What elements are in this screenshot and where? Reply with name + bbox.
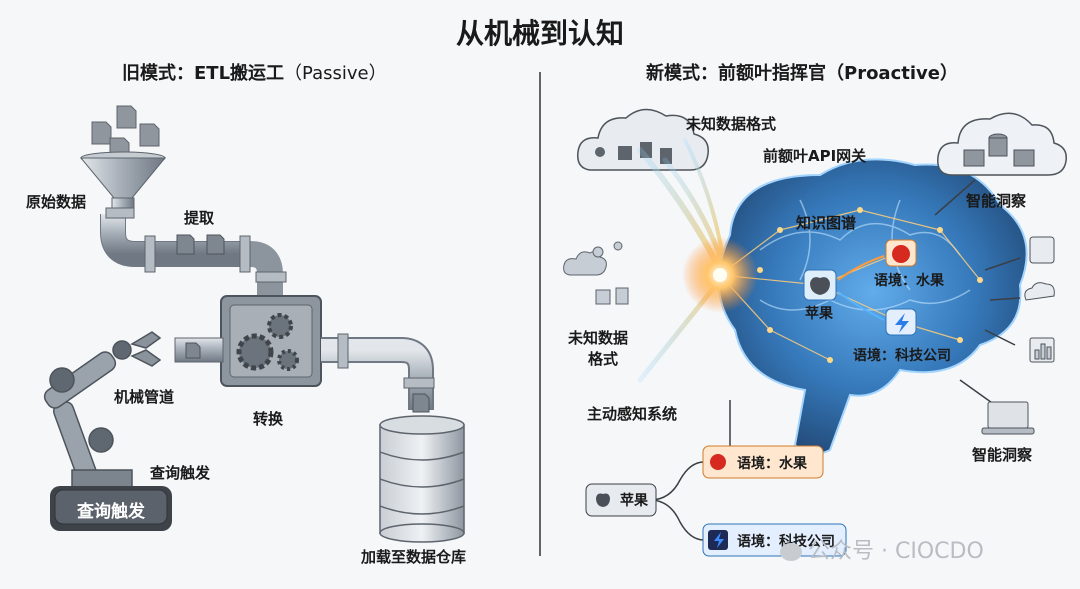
label-mechanical-pipe: 机械管道: [114, 388, 175, 406]
query-trigger-button[interactable]: 查询触发: [77, 502, 145, 522]
label-unknown-format-top: 未知数据格式: [686, 115, 777, 133]
legend-tech-box: [702, 523, 847, 557]
graph-node: [757, 207, 983, 363]
output-arrows: [934, 179, 1021, 406]
funnel-icon: [79, 151, 167, 215]
label-context-tech: 语境：科技公司: [853, 348, 951, 364]
left-heading-main: 旧模式：ETL搬运工: [122, 63, 285, 84]
apple-icon: [596, 493, 610, 507]
robot-arm-icon: [43, 331, 162, 499]
red-apple-icon: [892, 245, 910, 263]
cloud-icon: [563, 241, 629, 305]
legend-fruit-box: [702, 445, 824, 479]
watermark-text: 公众号 · CIOCDO: [808, 539, 984, 564]
lightning-icon: [895, 313, 909, 333]
label-extract: 提取: [184, 209, 215, 227]
page-title: 从机械到认知: [455, 17, 624, 50]
left-heading: 旧模式：ETL搬运工（Passive）: [122, 59, 387, 85]
api-gateway-core: [713, 268, 727, 282]
legend-apple-box: [585, 483, 657, 517]
chat-icon: [1029, 236, 1055, 264]
label-transform: 转换: [253, 410, 284, 428]
weather-icon: [1024, 282, 1055, 301]
cloud-icon: [577, 108, 709, 171]
brain-icon: [717, 158, 1028, 455]
legend-fruit-label: 语境：水果: [737, 456, 807, 472]
pipe-icon: [321, 333, 435, 410]
label-knowledge-graph: 知识图谱: [796, 214, 857, 232]
label-unknown-format-left-1: 未知数据: [568, 329, 629, 347]
label-context-fruit: 语境：水果: [874, 273, 944, 289]
label-insight-bottom: 智能洞察: [972, 446, 1033, 464]
legend-tech-label: 语境：科技公司: [737, 534, 835, 550]
label-active-sensing: 主动感知系统: [587, 405, 678, 423]
gearbox-icon: [220, 295, 322, 387]
label-unknown-format-left-2: 格式: [588, 350, 619, 368]
label-load-warehouse: 加载至数据仓库: [361, 548, 467, 566]
laptop-icon: [981, 401, 1035, 435]
label-raw-data: 原始数据: [26, 193, 87, 211]
document-icon: [412, 393, 430, 413]
watermark: 公众号 · CIOCDO: [780, 533, 984, 565]
wechat-icon: [780, 543, 802, 561]
document-icon: [185, 342, 201, 359]
apple-icon: [810, 277, 830, 295]
legend-apple-label: 苹果: [620, 493, 648, 509]
document-icon: [176, 234, 225, 255]
label-query-trigger: 查询触发: [150, 464, 211, 482]
pipe-icon: [100, 207, 287, 299]
database-icon: [379, 415, 465, 543]
label-insight-top: 智能洞察: [966, 192, 1027, 210]
query-trigger-button-face: [54, 489, 168, 525]
label-apple-node: 苹果: [805, 306, 833, 322]
label-api-gateway: 前额叶API网关: [763, 147, 867, 165]
insight-icons: [963, 133, 1035, 167]
lightning-icon: [714, 532, 724, 548]
bar-chart-icon: [1029, 337, 1055, 363]
red-apple-icon: [710, 454, 726, 470]
right-heading: 新模式：前额叶指挥官（Proactive）: [646, 63, 958, 84]
left-heading-sub: （Passive）: [284, 63, 387, 84]
cloud-contents-icon: [595, 142, 672, 164]
